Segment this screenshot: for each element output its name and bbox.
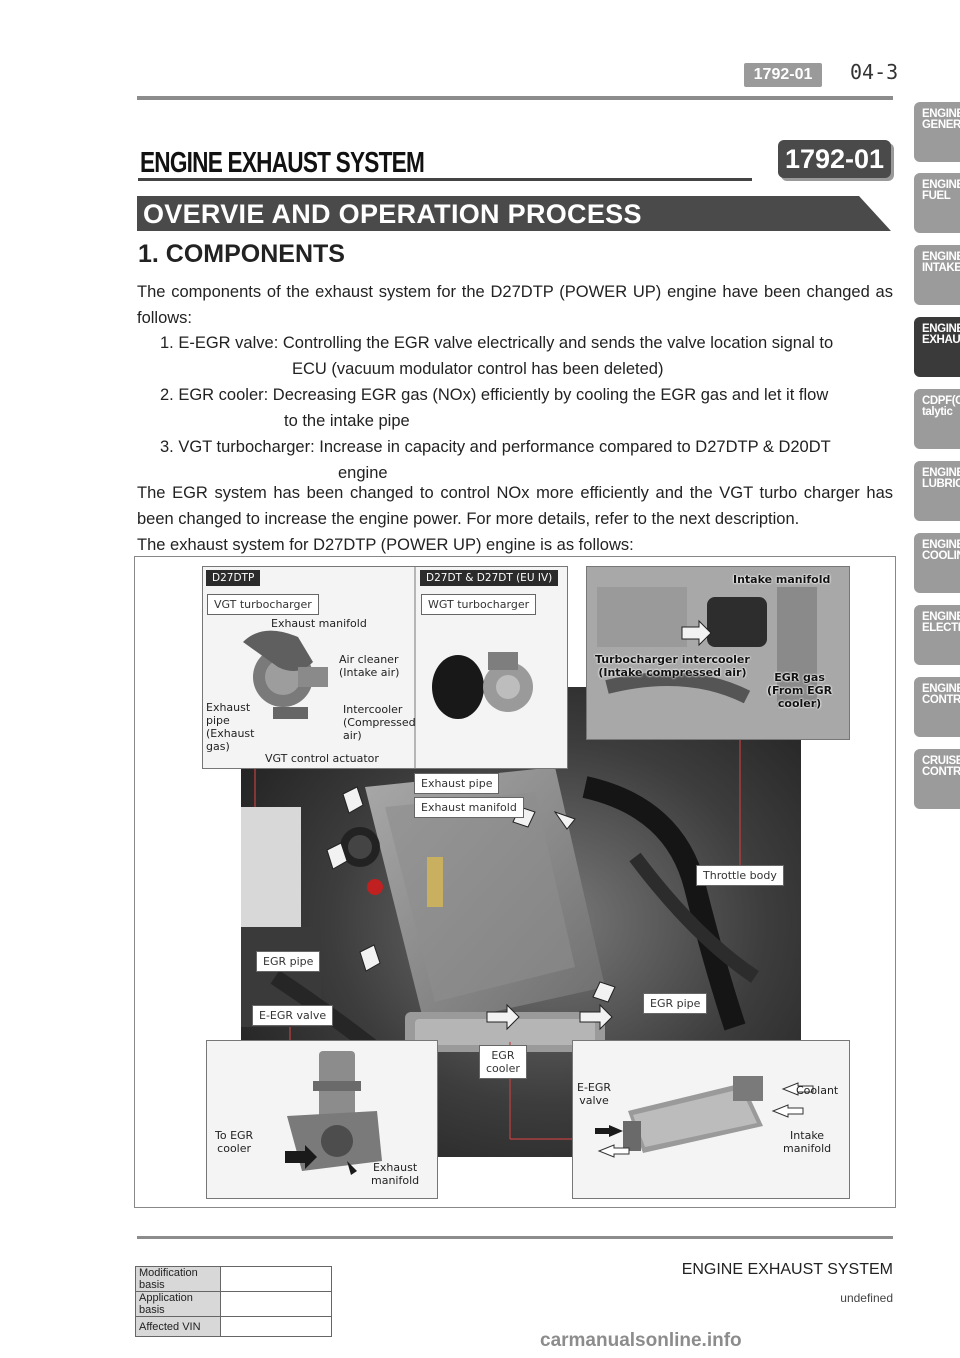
modification-basis-label: Modification basis <box>135 1266 221 1292</box>
egr-vgt-paragraph: The EGR system has been changed to contr… <box>137 484 893 528</box>
exhaust-manifold-callout: Exhaust manifold <box>414 797 524 818</box>
air-cleaner-label: Air cleaner (Intake air) <box>339 653 400 679</box>
egr-pipe-callout-right: EGR pipe <box>643 993 708 1014</box>
page-number: 04-3 <box>850 60 899 84</box>
title-underline <box>138 178 752 181</box>
turbocharger-intercooler-label: Turbocharger intercooler (Intake compres… <box>595 653 750 679</box>
title-code-badge: 1792-01 <box>778 140 891 178</box>
sidebar-tab-cdpf[interactable]: CDPF(Catalytic <box>914 389 960 449</box>
to-egr-cooler-label: To EGR cooler <box>215 1129 254 1155</box>
application-basis-value <box>220 1291 332 1317</box>
sidebar-tab-engine-general[interactable]: ENGINEGENERA <box>914 102 960 162</box>
vgt-control-actuator-label: VGT control actuator <box>265 752 379 765</box>
coolant-label: Coolant <box>796 1084 839 1097</box>
intake-manifold-photo <box>587 567 849 739</box>
intake-manifold-bottom-label: Intake manifold <box>783 1129 832 1155</box>
egr-cooler-photo <box>595 1076 814 1158</box>
wgt-turbocharger-label: WGT turbocharger <box>421 594 537 615</box>
exhaust-system-figure: D27DTP D27DT & D27DT (EU IV) VGT turboch… <box>134 556 896 1208</box>
footer-rule <box>137 1236 893 1239</box>
component-item-text: 2. EGR cooler: Decreasing EGR gas (NOx) … <box>160 386 829 404</box>
watermark: carmanualsonline.info <box>540 1330 742 1351</box>
component-item-1: 1. E-EGR valve: Controlling the EGR valv… <box>160 330 894 382</box>
basis-table: Modification basis Application basis Aff… <box>135 1266 332 1337</box>
exhaust-manifold-label: Exhaust manifold <box>271 617 367 630</box>
e-egr-valve-inset: To EGR cooler Exhaust manifold <box>206 1040 438 1199</box>
overview-banner <box>137 196 891 231</box>
component-item-3: 3. VGT turbocharger: Increase in capacit… <box>160 434 894 486</box>
component-item-text: 3. VGT turbocharger: Increase in capacit… <box>160 438 831 456</box>
sidebar-tab-engine-cooling[interactable]: ENGINECOOLING <box>914 533 960 593</box>
component-item-continuation: engine <box>338 464 388 482</box>
affected-vin-label: Affected VIN <box>135 1316 221 1337</box>
footer-title: ENGINE EXHAUST SYSTEM <box>681 1261 893 1278</box>
egr-gas-label: EGR gas (From EGR cooler) <box>767 671 833 710</box>
exhaust-manifold-bottom-label: Exhaust manifold <box>371 1161 420 1187</box>
modification-basis-value <box>220 1266 332 1292</box>
sidebar-tab-engine-lubrication[interactable]: ENGINELUBRICA <box>914 461 960 521</box>
d27dt-tag: D27DT & D27DT (EU IV) <box>420 570 559 586</box>
document-code-badge: 1792-01 <box>744 63 822 87</box>
egr-cooler-inset: E-EGR valve Coolant Intake manifold <box>572 1040 850 1199</box>
exhaust-pipe-gas-label: Exhaust pipe (Exhaust gas) <box>206 701 255 753</box>
intake-manifold-label: Intake manifold <box>733 573 831 586</box>
egr-pipe-callout-left: EGR pipe <box>256 951 321 972</box>
vgt-turbocharger-label: VGT turbocharger <box>207 594 319 615</box>
e-egr-valve-photo <box>285 1051 382 1175</box>
table-row: Application basis <box>135 1291 332 1317</box>
header-rule <box>137 96 893 100</box>
turbocharger-inset: D27DTP D27DT & D27DT (EU IV) VGT turboch… <box>202 566 568 769</box>
throttle-body-callout: Throttle body <box>696 865 784 886</box>
component-item-continuation: ECU (vacuum modulator control has been d… <box>292 360 664 378</box>
turbocharger-photos <box>243 567 533 768</box>
table-row: Modification basis <box>135 1266 332 1292</box>
section-heading: 1. COMPONENTS <box>138 240 345 268</box>
intro-paragraph: The components of the exhaust system for… <box>137 283 893 327</box>
footer-subtitle: undefined <box>840 1291 893 1305</box>
sidebar-tab-engine-control[interactable]: ENGINECONTRO <box>914 677 960 737</box>
affected-vin-value <box>220 1316 332 1337</box>
exhaust-pipe-callout: Exhaust pipe <box>414 773 500 794</box>
table-row: Affected VIN <box>135 1316 332 1337</box>
component-item-continuation: to the intake pipe <box>284 412 410 430</box>
component-item-text: 1. E-EGR valve: Controlling the EGR valv… <box>160 334 834 352</box>
exhaust-intro-paragraph: The exhaust system for D27DTP (POWER UP)… <box>137 536 634 554</box>
overview-heading: OVERVIE AND OPERATION PROCESS <box>143 199 642 229</box>
application-basis-label: Application basis <box>135 1291 221 1317</box>
component-item-2: 2. EGR cooler: Decreasing EGR gas (NOx) … <box>160 382 894 434</box>
sidebar-tab-cruise-control[interactable]: CRUISECONTRO <box>914 749 960 809</box>
e-egr-valve-callout: E-EGR valve <box>252 1005 334 1026</box>
intake-manifold-inset: Intake manifold Turbocharger intercooler… <box>586 566 850 740</box>
sidebar-tab-engine-electrical[interactable]: ENGINEELECTRI <box>914 605 960 665</box>
intercooler-label: Intercooler (Compressed air) <box>343 703 416 742</box>
page-title: ENGINE EXHAUST SYSTEM <box>140 147 425 179</box>
egr-cooler-callout: EGR cooler <box>479 1045 527 1079</box>
e-egr-valve-bottom-label: E-EGR valve <box>577 1081 612 1107</box>
d27dtp-tag: D27DTP <box>206 570 261 586</box>
